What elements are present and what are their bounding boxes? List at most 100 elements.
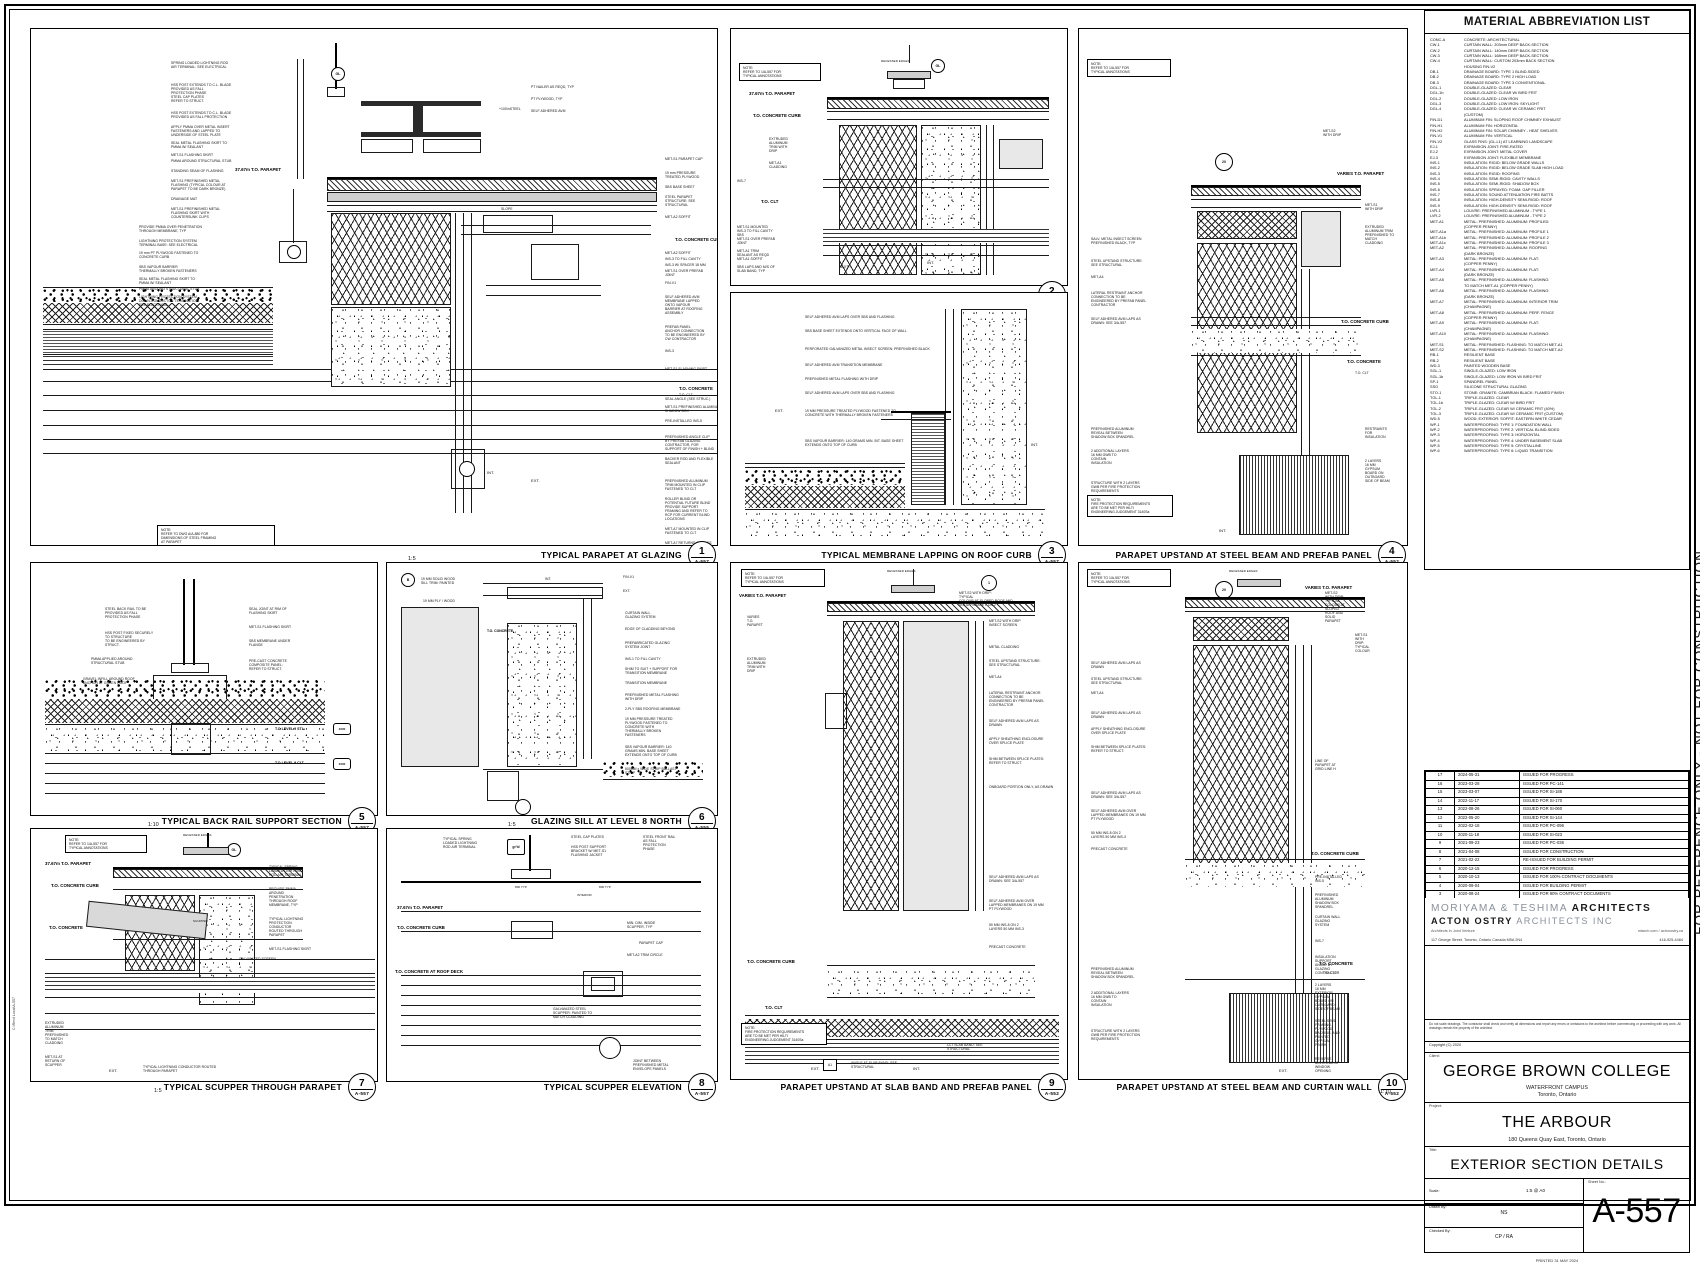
drawn-row: Drawn By: NS bbox=[1425, 1204, 1583, 1229]
scale-value: 1:5 @ A0 bbox=[1526, 1188, 1545, 1194]
abbreviation-code: MET-S2 bbox=[1430, 347, 1444, 352]
abbreviation-description: EXPANSION JOINT: FIRE-RATED bbox=[1464, 144, 1523, 149]
abbreviation-code: FIN-D1 bbox=[1430, 118, 1443, 123]
abbreviation-description: TO MATCH MET-A1 (COPPER PENNY) bbox=[1464, 283, 1533, 288]
drawn-label: Drawn By: bbox=[1429, 1204, 1447, 1209]
abbreviation-code: MET-A4 bbox=[1430, 267, 1444, 272]
abbreviation-description: INSULATION: SEMI-RIGID: SHADOW BOX bbox=[1464, 182, 1539, 187]
revision-date: 2020-12-15 bbox=[1454, 864, 1520, 874]
detail-note-9: NOTE: REFER TO 1/A-557 FOR TYPICAL ANNOT… bbox=[741, 569, 825, 587]
revision-number: 12 bbox=[1425, 813, 1455, 823]
detail-note-7: NOTE: REFER TO 1/A-557 FOR TYPICAL ANNOT… bbox=[65, 835, 147, 853]
abbreviation-code: CONC-A bbox=[1430, 38, 1446, 42]
abbreviation-description: SINGLE-GLAZED: LOW IRON bbox=[1464, 369, 1517, 374]
architect-subline: Architects in Joint Venture mtarch.com /… bbox=[1431, 929, 1683, 933]
abbreviation-description: (CUSTOM) bbox=[1464, 112, 1484, 117]
client-sub-2: Toronto, Ontario bbox=[1537, 1092, 1577, 1098]
detail-bubble-8[interactable]: 8 A-557 bbox=[688, 1073, 716, 1101]
abbreviation-row: (CHAMPAGNE) bbox=[1430, 305, 1684, 310]
abbreviation-code: INS-4 bbox=[1430, 176, 1440, 181]
detail-title-9: PARAPET UPSTAND AT SLAB BAND AND PREFAB … bbox=[780, 1073, 1066, 1101]
abbreviation-code: FIN-H1 bbox=[1430, 123, 1443, 128]
abbreviation-description: ALUMINUM FIN: SLOPING ROOF CHIMNEY EXHAU… bbox=[1464, 118, 1562, 123]
abbreviation-description: SINGLE-GLAZED: LOW IRON W/ BIRD FRIT bbox=[1464, 374, 1542, 379]
abbreviation-description: INSULATION: HIGH-DENSITY SEMI-RIGID: ROO… bbox=[1464, 198, 1553, 203]
revision-description: ISSUED FOR PROGRESS bbox=[1519, 771, 1689, 781]
project-label: Project: bbox=[1429, 1104, 1442, 1108]
abbreviation-row: (CHAMPAGNE) bbox=[1430, 327, 1684, 332]
abbreviation-code: INS-7 bbox=[1430, 192, 1440, 197]
abbreviation-code: INS-6 bbox=[1430, 187, 1440, 192]
abbreviation-description: METAL: PREFINISHED: FLASHING: TO MATCH M… bbox=[1464, 347, 1563, 352]
detail-panel-7: NOTE: REFER TO 1/A-557 FOR TYPICAL ANNOT… bbox=[30, 828, 378, 1082]
abbreviation-code: MET-A3 bbox=[1430, 257, 1444, 262]
detail-note-4: NOTE: REFER TO 1/A-557 FOR TYPICAL ANNOT… bbox=[1087, 59, 1171, 77]
client-name: GEORGE BROWN COLLEGE bbox=[1442, 1063, 1672, 1080]
abbreviation-description: DRAINAGE BOARD: TYPE 2 HIGH LOAD bbox=[1464, 75, 1537, 80]
abbreviation-description: EXPANSION JOINT: METAL COVER bbox=[1464, 150, 1528, 155]
abbreviation-code: CW-2 bbox=[1430, 48, 1440, 53]
detail-bubble-7[interactable]: 7 A-557 bbox=[348, 1073, 376, 1101]
abbreviation-code: INS-3 bbox=[1430, 171, 1440, 176]
detail-title-text-3: TYPICAL MEMBRANE LAPPING ON ROOF CURB bbox=[821, 550, 1032, 560]
abbreviation-description: WATERPROOFING: TYPE 2: VERTICAL BLIND-SI… bbox=[1464, 428, 1560, 433]
abbreviation-description: CURTAIN WALL: 168mm DEEP BACK-SECTION bbox=[1464, 54, 1549, 59]
revision-description: ISSUED FOR BUILDING PERMIT bbox=[1519, 881, 1689, 891]
revision-date: 2021-04-08 bbox=[1454, 847, 1520, 857]
detail-bubble-10[interactable]: 10 A-552 bbox=[1378, 1073, 1406, 1101]
detail-title-7: TYPICAL SCUPPER THROUGH PARAPET 7 A-557 bbox=[164, 1073, 376, 1101]
revision-date: 2021-09-23 bbox=[1454, 839, 1520, 849]
architect-line-1: MORIYAMA & TESHIMA ARCHITECTS bbox=[1431, 903, 1652, 914]
abbreviation-code: FIN-H2 bbox=[1430, 128, 1443, 133]
sheet-info-left: Scale: 1:5 @ A0 Drawn By: NS Checked By:… bbox=[1424, 1179, 1584, 1253]
detail-panel-10: NOTE: REFER TO 1/A-557 FOR TYPICAL ANNOT… bbox=[1078, 562, 1408, 1080]
abbreviation-row: (DARK BRONZE) bbox=[1430, 252, 1684, 257]
abbreviation-code: WP-2 bbox=[1430, 428, 1440, 433]
revision-date: 2021-02-22 bbox=[1454, 856, 1520, 866]
abbreviation-description: ALUMINUM FIN: VERTICAL bbox=[1464, 134, 1513, 139]
detail-bubble-9[interactable]: 9 A-552 bbox=[1038, 1073, 1066, 1101]
abbreviation-code: SGL-1 bbox=[1430, 369, 1442, 374]
abbreviation-code: WP-3 bbox=[1430, 433, 1440, 438]
abbreviation-row: HOUSING FIN-V2 bbox=[1430, 65, 1684, 70]
abbreviation-code: TGL-2 bbox=[1430, 406, 1441, 411]
architect-websites[interactable]: mtarch.com / actonostry.ca bbox=[1637, 929, 1683, 933]
abbreviation-description: RESILIENT BASE bbox=[1464, 358, 1496, 363]
abbreviation-description: METAL: PREFINISHED: ALUMINUM: PROFILE 2 bbox=[1464, 235, 1549, 240]
abbreviation-code: DGL-4 bbox=[1430, 107, 1442, 112]
abbreviation-code: INS-8 bbox=[1430, 198, 1440, 203]
abbreviation-code: SGL-1b bbox=[1430, 374, 1444, 379]
detail-panel-8: TYPICAL SPRING LOADED LIGHTNING ROD AIR … bbox=[386, 828, 718, 1082]
abbreviation-code: INS-5 bbox=[1430, 182, 1440, 187]
abbreviation-description: CURTAIN WALL: CUSTOM 203mm BACK SECTION bbox=[1464, 59, 1555, 64]
abbreviation-description: METAL: PREFINISHED: ALUMINUM: PROFILE 3 bbox=[1464, 241, 1549, 246]
abbreviation-description: INSULATION: SOUND ATTENUATION FIRE BATTS bbox=[1464, 192, 1554, 197]
architect-address: 117 George Street, Toronto, Ontario Cana… bbox=[1431, 938, 1523, 942]
abbreviation-code: EJ-2 bbox=[1430, 150, 1438, 155]
project-name: THE ARBOUR bbox=[1501, 1114, 1612, 1131]
abbreviation-row: SGL-1b SINGLE-GLAZED: LOW IRON W/ BIRD FR… bbox=[1430, 375, 1684, 380]
abbreviation-description: PAINTED WOODEN BASE bbox=[1464, 363, 1511, 368]
abbreviation-code: MET-A9 bbox=[1430, 321, 1444, 326]
revision-date: 2023-03-07 bbox=[1454, 788, 1520, 798]
detail-title-text-1: TYPICAL PARAPET AT GLAZING bbox=[540, 550, 682, 560]
abbreviation-code: MET-A5 bbox=[1430, 278, 1444, 283]
revision-description: ISSUED FOR PC-141 bbox=[1519, 779, 1689, 789]
